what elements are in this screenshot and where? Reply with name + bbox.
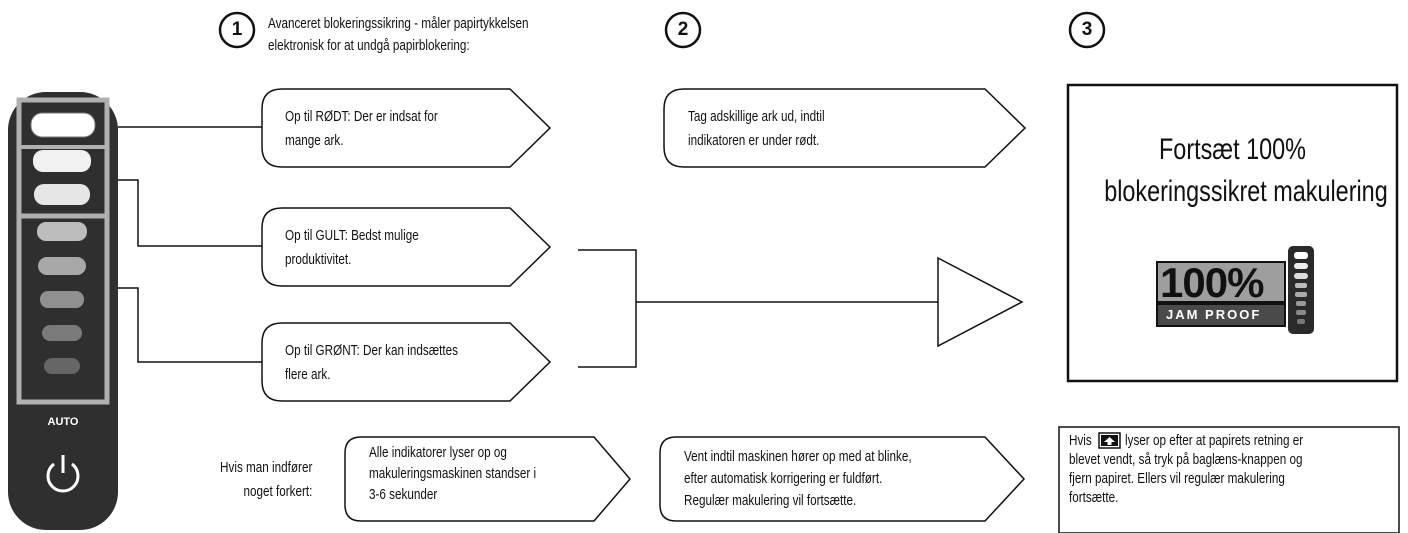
badge-jam-proof-text: JAM PROOF — [1166, 307, 1262, 322]
wait-text-3: Regulær makulering vil fortsætte. — [684, 492, 857, 509]
step-1-heading-line-1: Avanceret blokeringssikring - måler papi… — [268, 15, 529, 32]
badge-percent-text: 100% — [1160, 259, 1264, 306]
error-indicator-text-2: makuleringsmaskinen standser i — [369, 465, 537, 482]
error-indicator-box — [344, 436, 631, 522]
note-text-2: blevet vendt, så tryk på baglæns-knappen… — [1069, 451, 1303, 468]
jam-proof-badge — [1156, 246, 1314, 334]
yellow-level-text-1: Op til GULT: Bedst mulige — [285, 227, 419, 244]
led-7 — [42, 325, 82, 341]
error-label-2: noget forkert: — [243, 483, 312, 500]
led-8 — [44, 358, 80, 374]
wait-box — [659, 436, 1026, 522]
yellow-level-text-2: produktivitet. — [285, 251, 352, 268]
step-2-box — [663, 88, 1027, 168]
red-level-text-1: Op til RØDT: Der er indsat for — [285, 108, 438, 125]
note-text-1: lyser op efter at papirets retning er — [1125, 432, 1304, 449]
result-title-1: Fortsæt 100% — [1159, 133, 1306, 166]
step-1-heading-line-2: elektronisk for at undgå papirblokering: — [268, 37, 470, 54]
led-4 — [37, 222, 87, 241]
step-2-number: 2 — [677, 19, 689, 40]
step-2-circle — [664, 11, 702, 49]
yellow-level-box — [261, 207, 552, 287]
control-panel — [8, 92, 118, 530]
step-1-circle — [218, 11, 256, 49]
red-level-text-2: mange ark. — [285, 132, 344, 149]
led-3 — [34, 184, 90, 205]
error-indicator-text-1: Alle indikatorer lyser op og — [369, 444, 507, 461]
wait-text-1: Vent indtil maskinen hører op med at bli… — [684, 448, 912, 465]
auto-label: AUTO — [47, 416, 79, 428]
merge-arrowhead — [937, 256, 1024, 348]
green-level-text-1: Op til GRØNT: Der kan indsættes — [285, 342, 458, 359]
step-3-number: 3 — [1081, 19, 1093, 40]
green-level-text-2: flere ark. — [285, 366, 331, 383]
led-2 — [33, 150, 91, 172]
step-2-text-2: indikatoren er under rødt. — [688, 132, 820, 149]
note-text-3: fjern papiret. Ellers vil regulær makule… — [1069, 470, 1285, 487]
led-5 — [38, 257, 86, 275]
error-label-1: Hvis man indfører — [219, 459, 312, 476]
note-text-prefix: Hvis — [1069, 432, 1092, 449]
red-level-box — [261, 88, 552, 168]
wait-text-2: efter automatisk korrigering er fuldført… — [684, 470, 883, 487]
panel-frame-bottom — [16, 213, 110, 405]
power-icon[interactable] — [46, 455, 80, 493]
result-box — [1066, 83, 1399, 383]
step-2-text-1: Tag adskillige ark ud, indtil — [688, 108, 825, 125]
connector-lines — [118, 126, 938, 368]
note-text-4: fortsætte. — [1069, 489, 1119, 506]
result-title-2: blokeringssikret makulering — [1104, 175, 1388, 208]
led-1 — [30, 112, 96, 138]
led-6 — [40, 291, 84, 308]
green-level-box — [261, 322, 552, 402]
step-3-circle — [1068, 11, 1106, 49]
error-indicator-text-3: 3-6 sekunder — [369, 486, 438, 503]
step-1-number: 1 — [231, 19, 243, 40]
reverse-button-icon — [1098, 432, 1121, 449]
